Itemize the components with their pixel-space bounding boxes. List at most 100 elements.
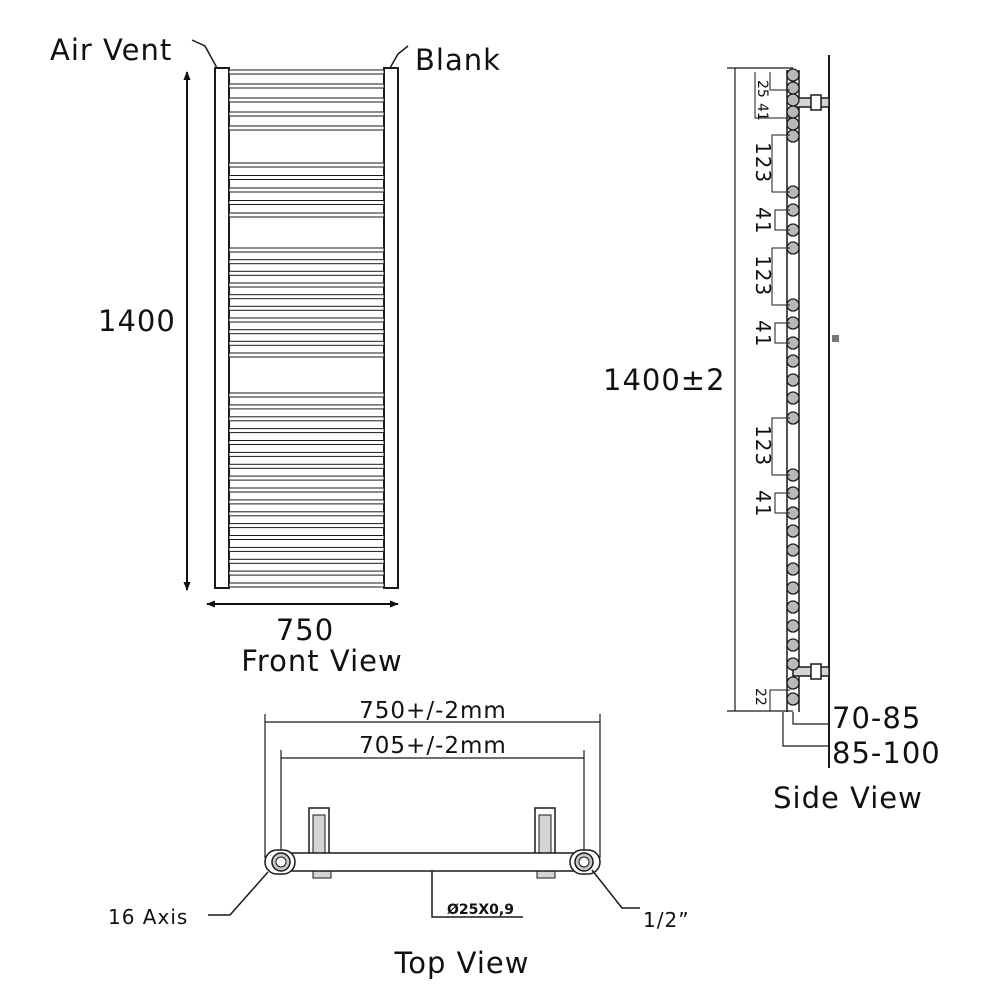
- front-bar: [228, 558, 385, 564]
- front-bar: [228, 317, 385, 323]
- side-tube: [786, 373, 800, 387]
- left-column: [214, 67, 230, 589]
- centre-width-label: 705+/-2mm: [359, 733, 507, 759]
- spacing-dim-41-a: 41: [751, 207, 790, 234]
- right-column: [383, 67, 399, 589]
- front-bar: [228, 270, 385, 276]
- connection-label: 1/2”: [643, 908, 690, 932]
- front-bar: [228, 175, 385, 180]
- front-bar: [228, 305, 385, 311]
- top-view-title: Top View: [394, 946, 530, 980]
- front-bar: [228, 511, 385, 517]
- side-view: 1400±2 25 41 123 41: [603, 55, 941, 815]
- side-tubes: [786, 68, 800, 706]
- front-bar: [228, 352, 385, 358]
- front-bar: [228, 162, 385, 168]
- front-bar: [228, 523, 385, 529]
- side-tube: [786, 524, 800, 538]
- front-bar: [228, 463, 385, 469]
- front-bar: [228, 570, 385, 576]
- side-tube: [786, 562, 800, 576]
- side-tube: [786, 638, 800, 652]
- front-bar: [228, 282, 385, 288]
- depth-dimension-2: [782, 712, 829, 747]
- spacing-dim-top: 25 41: [754, 72, 790, 121]
- side-view-title: Side View: [773, 781, 923, 815]
- side-tube: [786, 676, 800, 690]
- front-bar: [228, 200, 385, 205]
- front-bar: [228, 416, 385, 422]
- side-tube: [786, 391, 800, 405]
- front-bar: [228, 212, 385, 218]
- side-tube: [786, 543, 800, 557]
- depth-label-2: 85-100: [832, 736, 941, 770]
- air-vent-leader: [191, 39, 218, 69]
- front-bar: [228, 125, 385, 131]
- front-bar: [228, 451, 385, 457]
- spacing-label-41-b: 41: [751, 320, 775, 347]
- side-tube: [786, 105, 800, 119]
- spacing-label-41-c: 41: [751, 490, 775, 517]
- front-bar: [228, 404, 385, 410]
- spacing-label-123-a: 123: [751, 142, 775, 183]
- spacing-dim-41-c: 41: [751, 490, 790, 517]
- front-bar: [228, 83, 385, 89]
- air-vent-label: Air Vent: [50, 33, 172, 67]
- side-tube: [786, 619, 800, 633]
- front-height-label: 1400: [98, 304, 176, 338]
- top-left-column: [264, 849, 296, 875]
- front-bar: [228, 294, 385, 300]
- top-view: 750+/-2mm 705+/-2mm: [108, 698, 690, 980]
- front-bar: [228, 535, 385, 540]
- front-bar: [228, 187, 385, 193]
- depth-label-1: 70-85: [832, 701, 921, 735]
- side-tube: [786, 93, 800, 107]
- front-bar: [228, 582, 385, 588]
- outer-width-label: 750+/-2mm: [359, 698, 507, 724]
- side-tube: [786, 354, 800, 368]
- spacing-label-41-a: 41: [751, 207, 775, 234]
- front-bar: [228, 499, 385, 505]
- front-bar: [228, 487, 385, 493]
- front-bar: [228, 340, 385, 346]
- spacing-dim-123-a: 123: [751, 134, 790, 193]
- side-tube: [786, 600, 800, 614]
- pipe-label: Ø25X0,9: [447, 902, 514, 918]
- side-tube: [786, 581, 800, 595]
- front-bar: [228, 259, 385, 265]
- blank-label: Blank: [415, 43, 501, 77]
- side-tube: [786, 117, 800, 131]
- spacing-label-41-top: 41: [754, 103, 770, 121]
- spacing-label-22: 22: [752, 688, 768, 706]
- front-bar: [228, 428, 385, 434]
- lower-wall-bracket: [792, 663, 830, 680]
- side-tube: [786, 692, 800, 706]
- spacing-dim-41-b: 41: [751, 320, 790, 347]
- spacing-label-123-c: 123: [751, 425, 775, 466]
- blank-leader: [389, 45, 409, 69]
- side-tube: [786, 68, 800, 82]
- front-bar: [228, 97, 385, 103]
- depth-dimension-1: [792, 712, 829, 725]
- front-bar: [228, 69, 385, 75]
- spacing-dim-123-b: 123: [751, 247, 790, 306]
- side-tube: [786, 81, 800, 95]
- front-bar: [228, 440, 385, 445]
- front-bar: [228, 111, 385, 117]
- side-tube: [786, 129, 800, 143]
- pipe-leader: [431, 871, 523, 918]
- axis-label: 16 Axis: [108, 905, 188, 929]
- top-pipe: [280, 852, 585, 872]
- front-bar: [228, 329, 385, 335]
- spacing-label-25: 25: [754, 80, 770, 98]
- top-left-bracket: [308, 807, 332, 879]
- front-width-label: 750: [276, 613, 334, 647]
- front-bar: [228, 392, 385, 398]
- front-view-title: Front View: [241, 644, 402, 678]
- front-bar: [228, 247, 385, 253]
- front-bar: [228, 475, 385, 481]
- wall-marker: [832, 335, 839, 342]
- side-height-label: 1400±2: [603, 363, 726, 397]
- spacing-label-123-b: 123: [751, 255, 775, 296]
- front-view: Air Vent Blank 1400 750 Front View: [50, 33, 501, 678]
